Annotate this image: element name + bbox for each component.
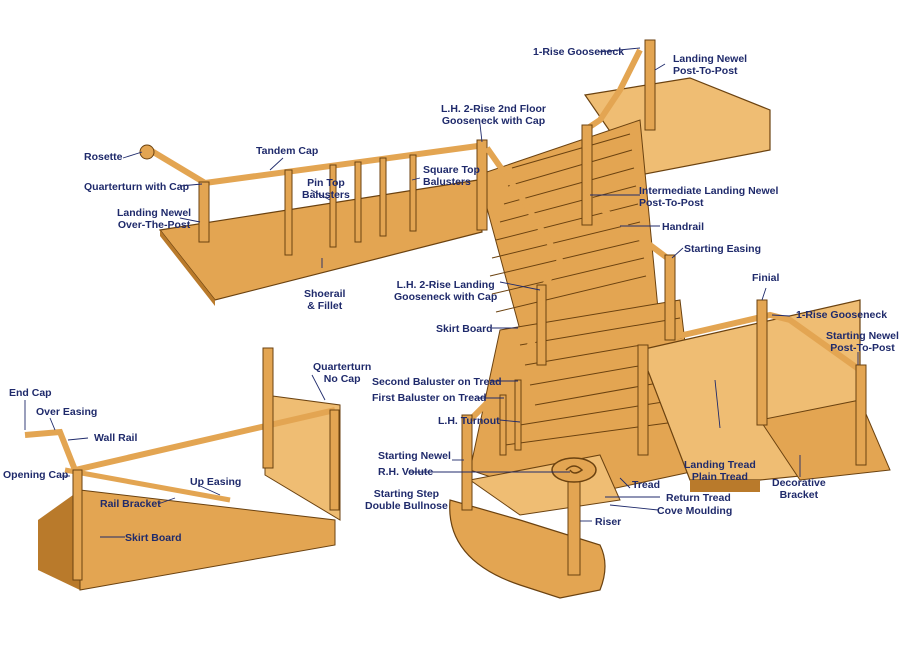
label-tread: Tread: [632, 479, 661, 491]
label-starting-newel: Starting Newel: [378, 450, 451, 462]
label-second-baluster-on-tread: Second Baluster on Tread: [372, 376, 502, 388]
label-end-cap: End Cap: [9, 387, 52, 399]
volute: [551, 457, 597, 483]
label-line: Post-To-Post: [673, 65, 738, 77]
label-square-top-balusters: Square Top Balusters: [423, 164, 480, 188]
label-wall-rail: Wall Rail: [94, 432, 138, 444]
label-line: Gooseneck with Cap: [394, 291, 498, 303]
label-handrail: Handrail: [662, 221, 705, 233]
label-line: Balusters: [302, 189, 350, 201]
label-line: No Cap: [323, 373, 361, 385]
label-landing-newel-over-the-post: Landing Newel Over-The-Post: [117, 207, 191, 231]
label-quarterturn-with-cap: Quarterturn with Cap: [84, 181, 190, 193]
label-line: Double Bullnose: [365, 500, 448, 512]
label-starting-step-double-bullnose: Starting Step Double Bullnose: [365, 488, 448, 512]
label-line: Decorative: [772, 477, 826, 489]
label-landing-tread-plain-tread: Landing Tread Plain Tread: [684, 459, 756, 483]
label-line: Starting Newel: [826, 330, 899, 342]
label-rh-volute: R.H. Volute: [378, 466, 434, 478]
label-pin-top-balusters: Pin Top Balusters: [302, 177, 350, 201]
label-over-easing: Over Easing: [36, 406, 98, 418]
label-line: & Fillet: [307, 300, 343, 312]
label-line: Shoerail: [304, 288, 346, 300]
second-floor-landing: [158, 179, 483, 306]
label-intermediate-landing-newel: Intermediate Landing Newel Post-To-Post: [639, 185, 778, 209]
label-lh-2-rise-landing-gooseneck: L.H. 2-Rise Landing Gooseneck with Cap: [394, 279, 497, 303]
label-up-easing: Up Easing: [190, 476, 242, 488]
wall-rail-inset: [24, 347, 341, 591]
label-rail-bracket: Rail Bracket: [100, 498, 161, 510]
label-riser: Riser: [595, 516, 622, 528]
label-line: Landing Newel: [117, 207, 192, 219]
label-starting-easing: Starting Easing: [684, 243, 762, 255]
label-line: L.H. 2-Rise Landing: [396, 279, 495, 291]
label-skirt-board-main: Skirt Board: [436, 323, 493, 335]
label-1-rise-gooseneck-right: 1-Rise Gooseneck: [796, 309, 888, 321]
second-floor-balustrade: [139, 139, 488, 256]
label-line: Landing Tread: [684, 459, 756, 471]
label-line: L.H. 2-Rise 2nd Floor: [441, 103, 547, 115]
label-line: Balusters: [423, 176, 471, 188]
label-lh-turnout: L.H. Turnout: [438, 415, 500, 427]
label-line: Intermediate Landing Newel: [639, 185, 779, 197]
label-decorative-bracket: Decorative Bracket: [772, 477, 826, 501]
label-tandem-cap: Tandem Cap: [256, 145, 319, 157]
label-line: Landing Newel: [673, 53, 748, 65]
label-opening-cap: Opening Cap: [3, 469, 69, 481]
label-line: Pin Top: [307, 177, 345, 189]
label-first-baluster-on-tread: First Baluster on Tread: [372, 392, 487, 404]
posts-and-balusters: [461, 39, 867, 576]
label-cove-moulding: Cove Moulding: [657, 505, 733, 517]
label-1-rise-gooseneck-top: 1-Rise Gooseneck: [533, 46, 625, 58]
label-line: Square Top: [423, 164, 480, 176]
label-finial: Finial: [752, 272, 780, 284]
label-line: Bracket: [779, 489, 819, 501]
label-line: Post-To-Post: [639, 197, 704, 209]
label-shoerail-fillet: Shoerail & Fillet: [304, 288, 345, 312]
label-starting-newel-post-to-post: Starting Newel Post-To-Post: [826, 330, 899, 354]
label-line: Gooseneck with Cap: [441, 115, 546, 127]
upper-flight-stairs: [477, 119, 661, 331]
label-line: Quarterturn: [313, 361, 372, 373]
label-skirt-board-inset: Skirt Board: [125, 532, 182, 544]
label-return-tread: Return Tread: [666, 492, 731, 504]
label-quarterturn-no-cap: Quarterturn No Cap: [313, 361, 371, 385]
label-line: Over-The-Post: [117, 219, 191, 231]
label-lh-2-rise-2nd-floor-gooseneck: L.H. 2-Rise 2nd Floor Gooseneck with Cap: [441, 103, 546, 127]
label-line: Plain Tread: [691, 471, 748, 483]
label-line: Post-To-Post: [830, 342, 895, 354]
label-line: Starting Step: [373, 488, 440, 500]
label-rosette: Rosette: [84, 151, 123, 163]
leader-lines: [24, 47, 859, 538]
label-landing-newel-post-to-post: Landing Newel Post-To-Post: [673, 53, 747, 77]
